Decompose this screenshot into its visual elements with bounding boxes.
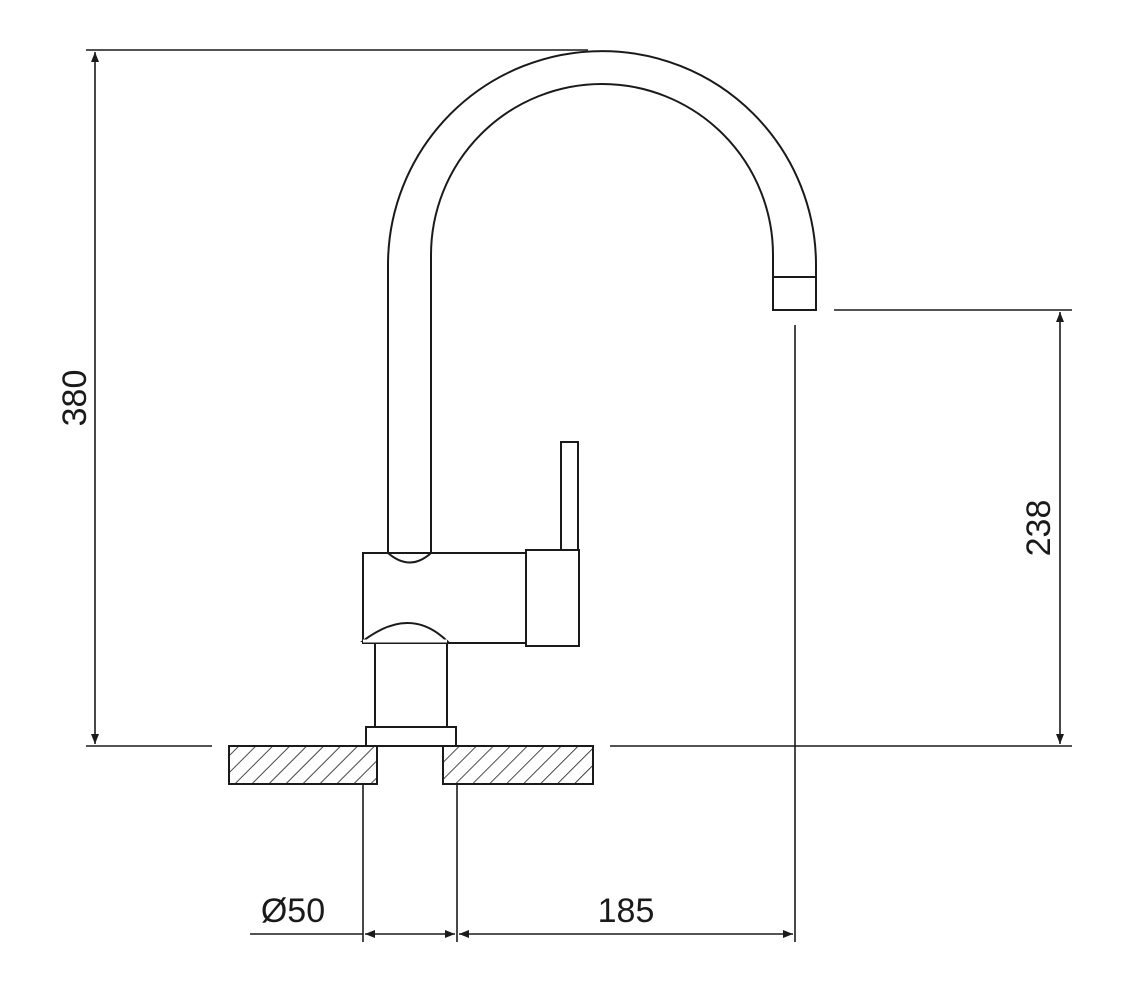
countertop-right bbox=[442, 745, 594, 785]
stem bbox=[374, 642, 448, 729]
countertop bbox=[228, 745, 594, 785]
aerator bbox=[772, 276, 817, 311]
spout-inner bbox=[430, 83, 774, 553]
label-spout-reach: 185 bbox=[598, 892, 655, 930]
spout-outer bbox=[387, 50, 817, 553]
label-hole-diameter: Ø50 bbox=[261, 892, 325, 930]
mounting-flange bbox=[365, 726, 457, 747]
stem-saddle bbox=[360, 622, 450, 642]
countertop-left bbox=[228, 745, 378, 785]
spout-saddle bbox=[387, 552, 432, 564]
lever-hub bbox=[525, 549, 580, 647]
label-spout-height: 238 bbox=[1020, 500, 1058, 557]
faucet bbox=[360, 50, 817, 747]
label-total-height: 380 bbox=[56, 370, 94, 427]
extension-lines bbox=[86, 49, 1072, 942]
dimension-lines bbox=[91, 52, 1064, 938]
lever-handle bbox=[560, 441, 579, 551]
